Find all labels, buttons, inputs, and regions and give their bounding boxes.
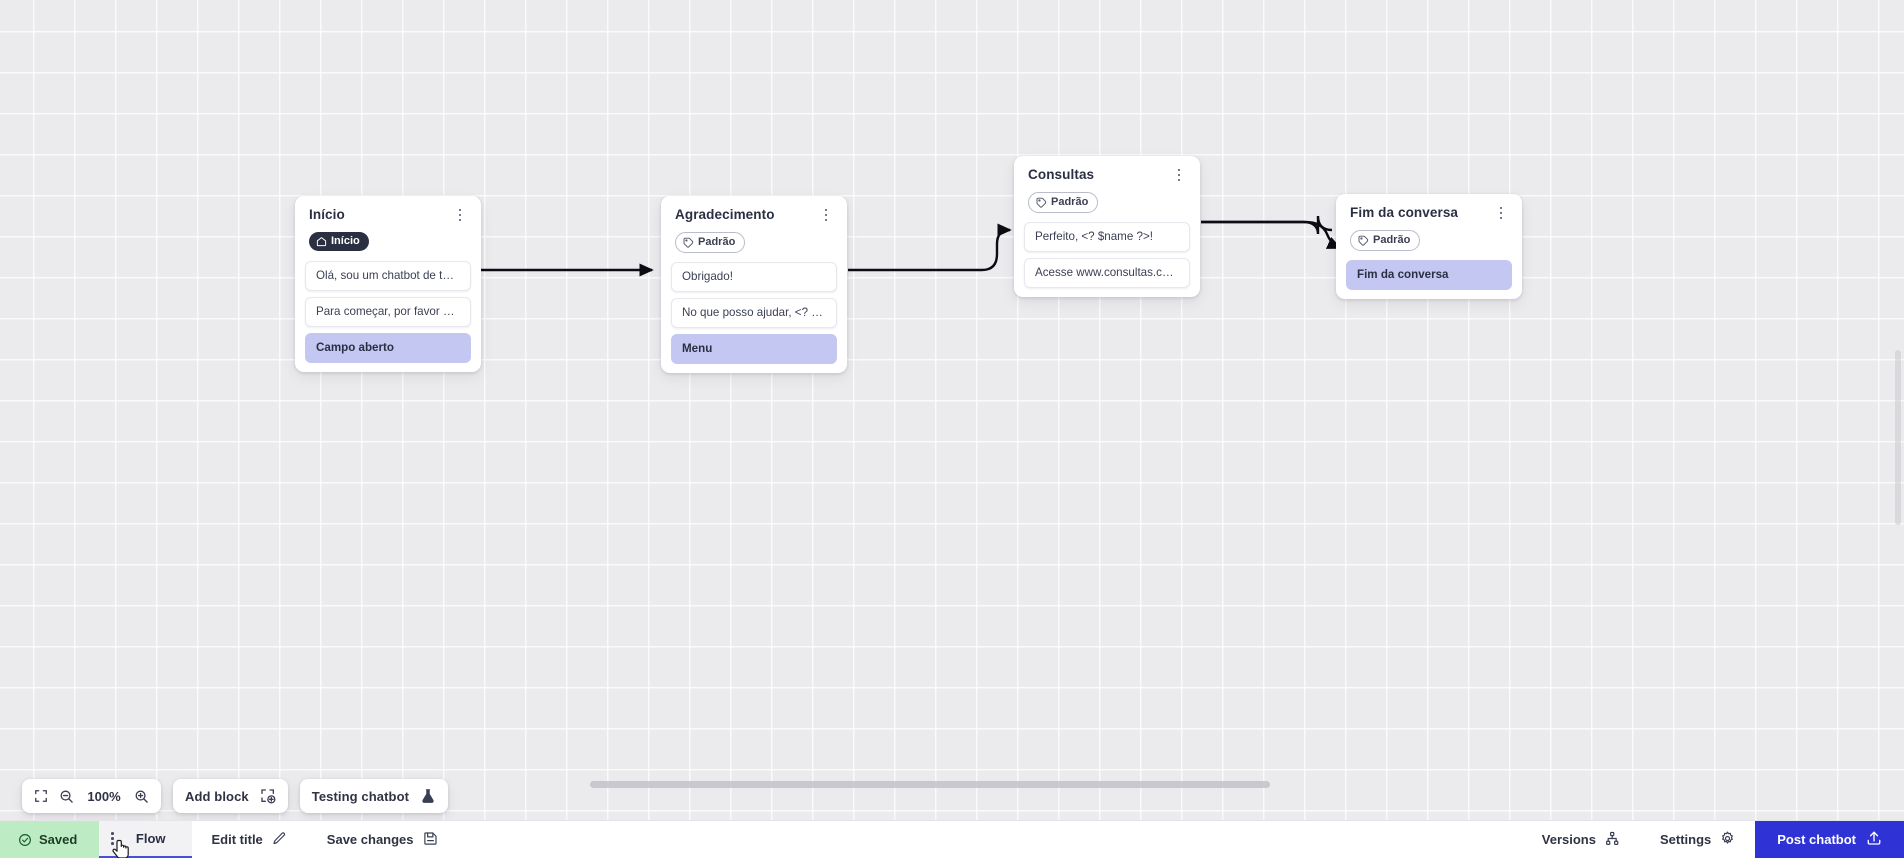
node-badge-default: Padrão — [675, 232, 746, 253]
flow-node-agradecimento[interactable]: Agradecimento Padrão Obrigado! No que po… — [661, 196, 847, 373]
node-row[interactable]: No que posso ajudar, <? $name ... — [671, 298, 837, 328]
edge-agradecimento-to-consultas — [848, 223, 1012, 272]
node-title: Consultas — [1028, 167, 1095, 182]
node-badge-label: Padrão — [1373, 234, 1411, 246]
node-row[interactable]: Perfeito, <? $name ?>! — [1024, 222, 1190, 252]
zoom-out-icon[interactable] — [59, 789, 74, 804]
flow-node-consultas[interactable]: Consultas Padrão Perfeito, <? $name ?>! … — [1014, 156, 1200, 297]
floppy-disk-icon — [423, 831, 438, 849]
flow-node-fim-da-conversa[interactable]: Fim da conversa Padrão Fim da conversa — [1336, 194, 1522, 299]
node-header: Consultas — [1024, 167, 1190, 184]
settings-label: Settings — [1659, 832, 1712, 847]
settings-button[interactable]: Settings — [1640, 821, 1755, 858]
node-menu-icon[interactable] — [452, 206, 468, 224]
node-row[interactable]: Acesse www.consultas.com par... — [1024, 258, 1190, 288]
upload-icon — [1866, 830, 1882, 849]
edit-title-button[interactable]: Edit title — [192, 821, 307, 858]
gear-icon — [1720, 831, 1735, 849]
zoom-in-icon[interactable] — [134, 789, 149, 804]
node-badge-label: Início — [331, 235, 360, 247]
testing-chatbot-button[interactable]: Testing chatbot — [299, 779, 449, 813]
node-header: Agradecimento — [671, 207, 837, 224]
flask-icon — [420, 788, 436, 804]
node-rows: Perfeito, <? $name ?>! Acesse www.consul… — [1024, 222, 1190, 288]
flow-tab-label: Flow — [135, 831, 166, 846]
add-block-icon — [260, 788, 276, 804]
saved-label: Saved — [39, 832, 78, 847]
bottom-bar-right: Versions Settings — [1522, 821, 1904, 858]
tab-flow[interactable]: Flow — [99, 821, 192, 858]
flow-connectors — [481, 215, 1342, 277]
save-changes-label: Save changes — [326, 832, 414, 847]
check-circle-icon — [19, 833, 31, 846]
node-header: Fim da conversa — [1346, 205, 1512, 222]
node-rows: Fim da conversa — [1346, 260, 1512, 290]
post-chatbot-button[interactable]: Post chatbot — [1755, 821, 1904, 858]
node-badge-default: Padrão — [1028, 192, 1099, 213]
tag-icon — [1036, 197, 1047, 208]
home-icon — [316, 237, 327, 247]
node-rows: Olá, sou um chatbot de teste! Para começ… — [305, 261, 471, 363]
add-block-button[interactable]: Add block — [173, 779, 288, 813]
fit-screen-icon[interactable] — [34, 789, 48, 803]
node-title: Início — [309, 207, 345, 222]
flow-canvas[interactable]: Início Início Olá, sou um chatbot de tes… — [0, 0, 1904, 820]
node-row[interactable]: Para começar, por favor digite o ... — [305, 297, 471, 327]
versions-button[interactable]: Versions — [1522, 821, 1640, 858]
status-badge-saved: Saved — [0, 821, 100, 858]
zoom-level-label: 100% — [87, 788, 121, 804]
save-changes-button[interactable]: Save changes — [307, 821, 458, 858]
node-row[interactable]: Olá, sou um chatbot de teste! — [305, 261, 471, 291]
post-chatbot-label: Post chatbot — [1777, 832, 1856, 847]
bottom-bar-left: Saved Flow Edit title Save changes — [0, 821, 458, 858]
pencil-icon — [272, 831, 287, 849]
node-badge-label: Padrão — [1051, 196, 1089, 208]
node-row-accent[interactable]: Menu — [671, 334, 837, 364]
node-title: Agradecimento — [675, 207, 775, 222]
node-badge-home: Início — [309, 232, 369, 251]
canvas-horizontal-scrollbar[interactable] — [590, 781, 1270, 788]
testing-chatbot-label: Testing chatbot — [311, 788, 410, 804]
branch-icon — [1605, 831, 1620, 849]
node-menu-icon[interactable] — [818, 206, 834, 224]
node-row[interactable]: Obrigado! — [671, 262, 837, 292]
tag-icon — [683, 237, 694, 248]
edge-consultas-to-fim-tail — [1201, 220, 1342, 250]
node-badge-label: Padrão — [698, 236, 736, 248]
node-badge-default: Padrão — [1350, 230, 1421, 251]
node-row-accent[interactable]: Campo aberto — [305, 333, 471, 363]
bottom-bar: Saved Flow Edit title Save changes — [0, 820, 1904, 858]
zoom-controls: 100% — [22, 779, 161, 813]
node-rows: Obrigado! No que posso ajudar, <? $name … — [671, 262, 837, 364]
node-row-accent[interactable]: Fim da conversa — [1346, 260, 1512, 290]
flow-node-inicio[interactable]: Início Início Olá, sou um chatbot de tes… — [295, 196, 481, 372]
edit-title-label: Edit title — [211, 832, 263, 847]
flow-tab-kebab-icon[interactable] — [111, 832, 116, 845]
edge-consultas-to-fim — [1201, 215, 1333, 235]
node-header: Início — [305, 207, 471, 224]
node-menu-icon[interactable] — [1171, 166, 1187, 184]
versions-label: Versions — [1541, 832, 1596, 847]
node-title: Fim da conversa — [1350, 205, 1459, 220]
node-menu-icon[interactable] — [1493, 204, 1509, 222]
canvas-toolbar: 100% Add block Testing ch — [22, 779, 449, 813]
add-block-label: Add block — [185, 788, 249, 804]
tag-icon — [1358, 235, 1369, 246]
canvas-vertical-scrollbar[interactable] — [1895, 350, 1901, 525]
